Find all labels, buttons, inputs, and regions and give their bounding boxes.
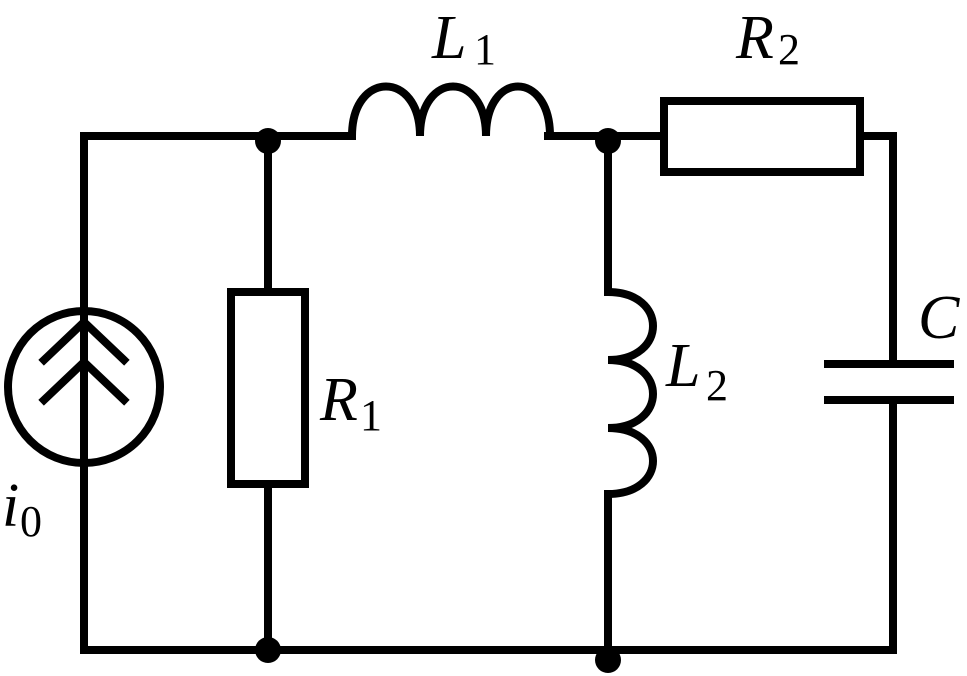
node-top-left [255, 128, 281, 154]
label-c-main: C [918, 284, 960, 352]
label-l2-sub: 2 [706, 361, 728, 410]
wires [80, 132, 897, 664]
label-source-sub: 0 [20, 497, 42, 546]
label-l2: L 2 [665, 332, 728, 410]
label-source-main: i [2, 472, 19, 540]
wire-right-bottom [80, 398, 897, 654]
inductor-l2 [604, 288, 657, 498]
label-r1: R 1 [319, 366, 382, 440]
label-l2-main: L [665, 332, 700, 400]
capacitor-c [824, 360, 954, 404]
label-source: i 0 [2, 472, 42, 546]
label-l1: L 1 [431, 4, 496, 74]
inductor-l1 [348, 82, 554, 140]
node-top-mid [595, 128, 621, 154]
resistor-r2 [660, 97, 864, 176]
label-l1-sub: 1 [474, 25, 496, 74]
current-source-icon [4, 307, 164, 467]
label-r1-sub: 1 [360, 391, 382, 440]
label-r2-sub: 2 [778, 25, 800, 74]
label-l1-main: L [431, 4, 466, 72]
junction-nodes [255, 128, 621, 673]
node-bottom-left [255, 637, 281, 663]
resistor-r1 [227, 288, 309, 488]
wire-top-right [856, 132, 897, 366]
node-bottom-mid [595, 647, 621, 673]
label-r2-main: R [735, 4, 774, 72]
label-c: C [918, 284, 960, 352]
label-r2: R 2 [735, 4, 800, 74]
label-r1-main: R [319, 366, 358, 434]
